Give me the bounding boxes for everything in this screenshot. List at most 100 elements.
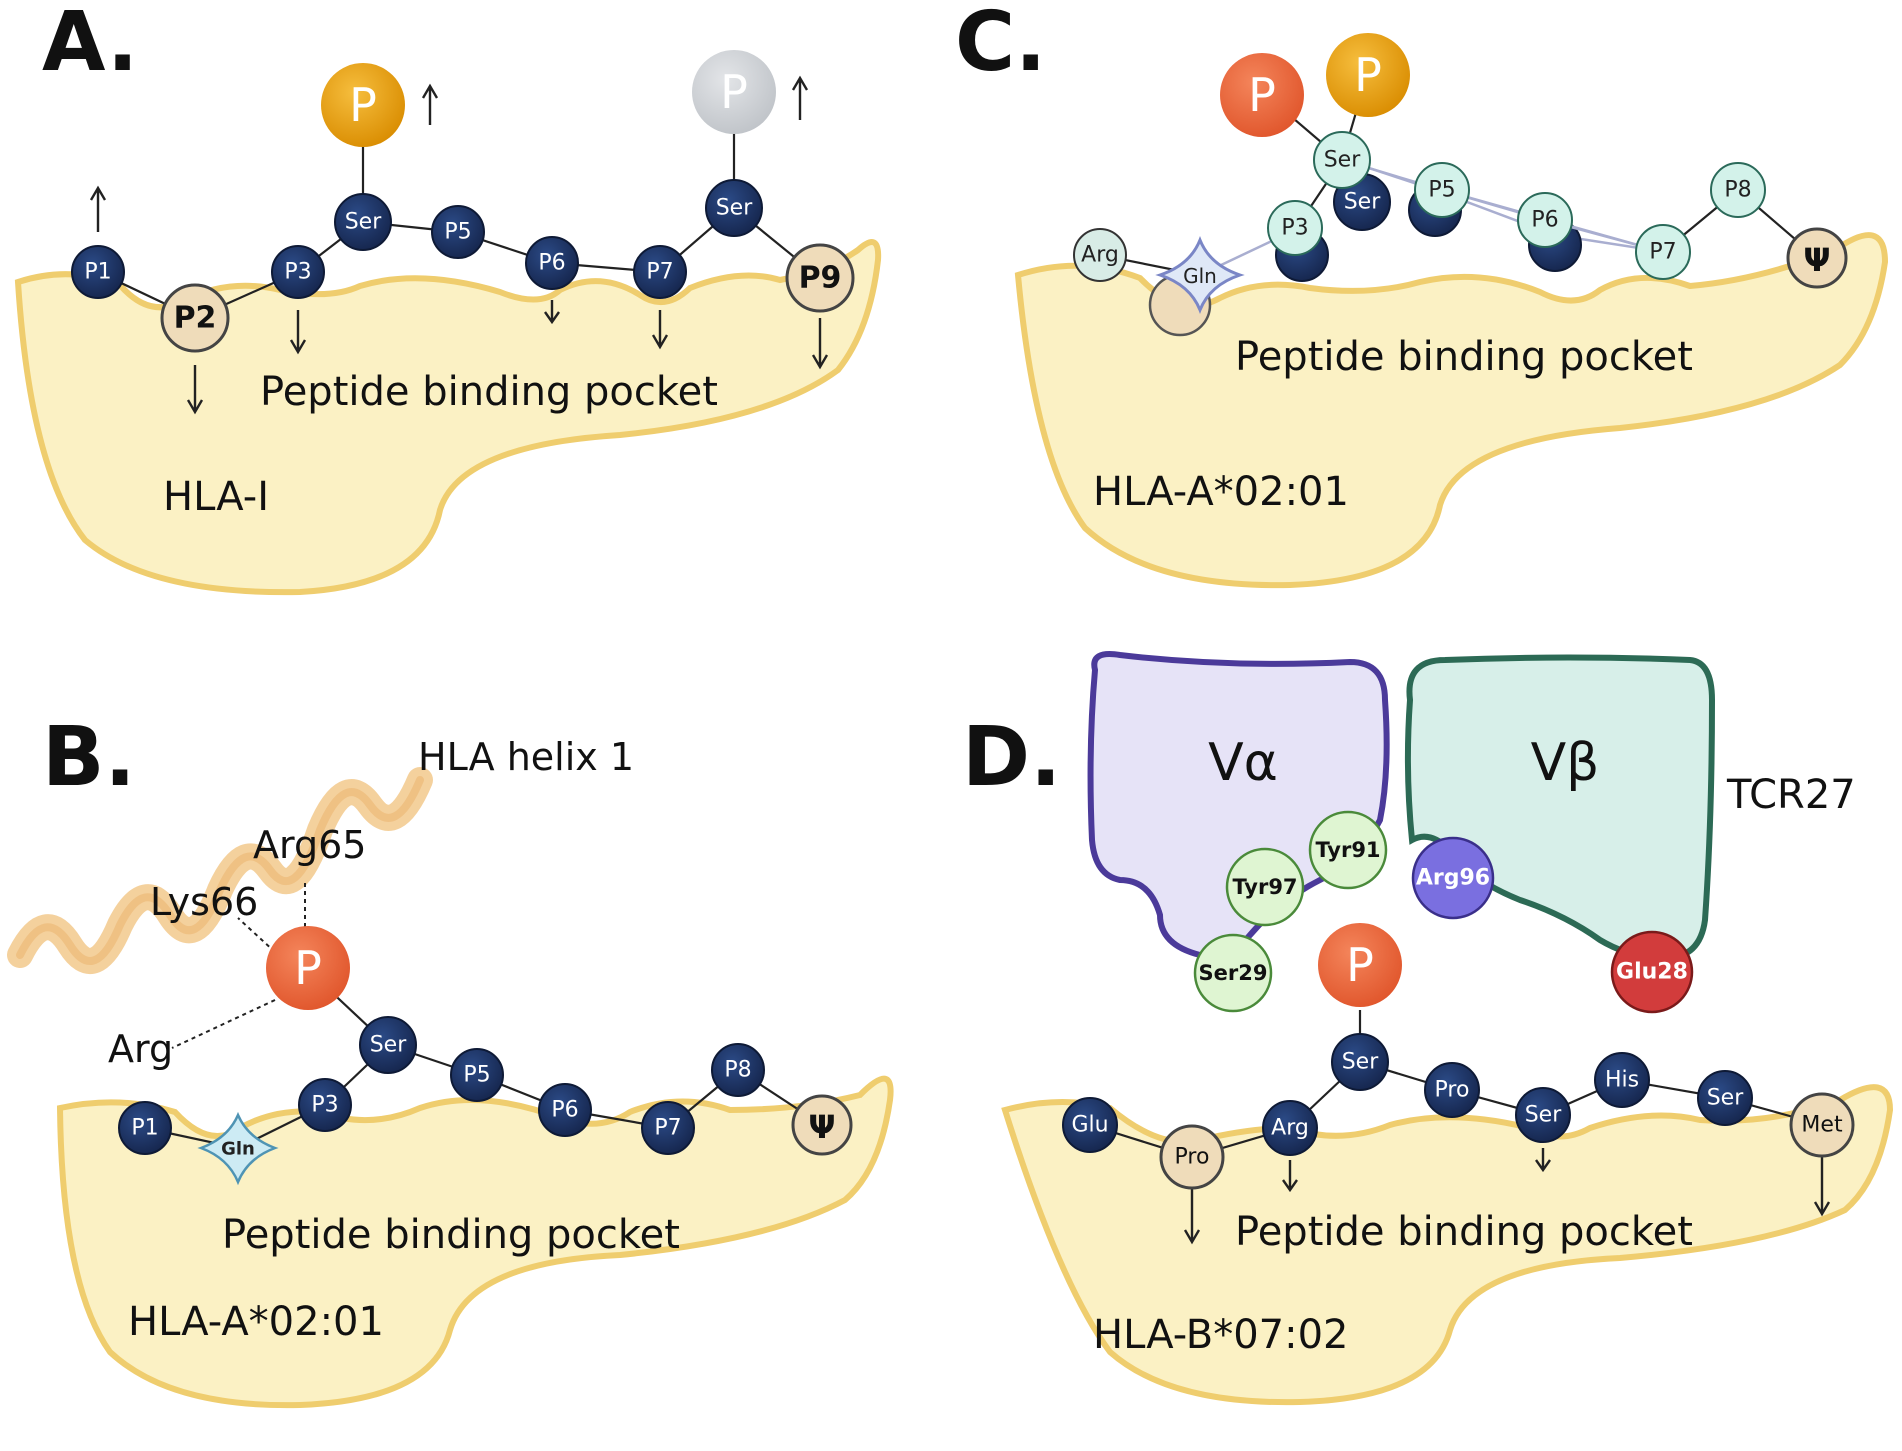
panel-b: B. HLA helix 1 Peptide binding pocket HL… (7, 710, 894, 1409)
panel-a-residue-p2-anchor: P2 (160, 283, 230, 353)
svg-text:Gln: Gln (221, 1139, 255, 1160)
svg-text:P6: P6 (1531, 208, 1558, 233)
panel-a-residue-p9-anchor: P9 (785, 243, 855, 313)
panel-b-residue-gln: Gln (197, 1111, 279, 1186)
svg-text:P7: P7 (1649, 240, 1676, 265)
svg-text:Tyr91: Tyr91 (1315, 838, 1380, 862)
panel-b-phosphate: P (266, 926, 350, 1010)
svg-text:Ser: Ser (1344, 190, 1382, 215)
panel-b-residue-psi-anchor: Ψ (791, 1094, 853, 1156)
svg-text:P3: P3 (1281, 216, 1308, 241)
panel-c-residue-p7: P7 (1635, 224, 1691, 280)
svg-text:Ser: Ser (1324, 148, 1362, 173)
panel-a-residue-ser-2: Ser (705, 179, 763, 237)
svg-text:Arg: Arg (1271, 1116, 1309, 1141)
svg-text:Gln: Gln (1183, 264, 1217, 288)
panel-c-residue-gln: Gln (1155, 235, 1245, 315)
panel-d-arrows (1183, 1148, 1831, 1245)
panel-d-residue-ser-3: Ser (1697, 1070, 1753, 1126)
panel-a-residue-p1: P1 (71, 245, 125, 299)
panel-b-letter: B. (42, 710, 136, 805)
svg-text:Ser: Ser (345, 210, 383, 235)
panel-b-interactions (171, 880, 306, 1049)
panel-b-residue-p7: P7 (641, 1101, 695, 1155)
panel-a-residue-p5: P5 (431, 205, 485, 259)
svg-text:P1: P1 (84, 260, 111, 285)
panel-c-residue-p5: P5 (1414, 162, 1470, 218)
panel-d: D. Vα Vβ TCR27 Tyr91 Tyr97 Ser29 Arg96 G… (962, 651, 1894, 1406)
svg-text:Glu28: Glu28 (1616, 960, 1688, 985)
panel-d-valpha-label: Vα (1208, 733, 1278, 793)
svg-text:Pro: Pro (1175, 1145, 1210, 1170)
svg-text:His: His (1605, 1068, 1639, 1093)
panel-a-residue-p3: P3 (271, 245, 325, 299)
panel-a-residue-p6: P6 (525, 236, 579, 290)
panel-d-residue-pro-anchor: Pro (1159, 1124, 1225, 1190)
svg-text:P2: P2 (174, 301, 217, 336)
panel-c-residue-p8: P8 (1710, 162, 1766, 218)
panel-d-pocket-label: Peptide binding pocket (1235, 1209, 1693, 1255)
panel-a-residue-p7: P7 (633, 245, 687, 299)
panel-a-residue-ser-1: Ser (334, 193, 392, 251)
svg-text:Arg96: Arg96 (1416, 866, 1490, 891)
panel-b-hla-label: HLA-A*02:01 (128, 1299, 384, 1345)
panel-b-residue-p8: P8 (711, 1043, 765, 1097)
panel-d-residue-pro: Pro (1424, 1062, 1480, 1118)
panel-a-phosphate-orange: P (321, 63, 405, 147)
panel-d-residue-his: His (1594, 1052, 1650, 1108)
panel-d-hla-label: HLA-B*07:02 (1093, 1312, 1349, 1358)
svg-text:Ser29: Ser29 (1199, 961, 1268, 985)
panel-d-residue-arg96: Arg96 (1411, 836, 1495, 920)
panel-d-residue-tyr97: Tyr97 (1225, 847, 1305, 927)
panel-c-binding-pocket (1014, 232, 1889, 589)
panel-d-residue-glu28: Glu28 (1610, 930, 1694, 1014)
panel-d-residue-glu: Glu (1062, 1097, 1118, 1153)
panel-b-helix-label: HLA helix 1 (418, 735, 634, 779)
panel-a-letter: A. (42, 0, 138, 90)
panel-b-residue-p1: P1 (118, 1101, 172, 1155)
panel-d-tcr-label: TCR27 (1726, 772, 1856, 818)
panel-d-residue-ser29: Ser29 (1193, 933, 1273, 1013)
panel-d-residue-met-anchor: Met (1789, 1092, 1855, 1158)
panel-b-lys66-label: Lys66 (150, 880, 258, 924)
svg-text:P5: P5 (444, 220, 471, 245)
svg-text:P: P (294, 941, 322, 995)
svg-text:Ψ: Ψ (1803, 241, 1830, 279)
svg-text:P8: P8 (1724, 178, 1751, 203)
panel-d-residue-ser-2: Ser (1515, 1087, 1571, 1143)
panel-c-hla-label: HLA-A*02:01 (1093, 469, 1349, 515)
panel-c: C. Peptide binding pocket HLA-A*02:01 Se… (955, 0, 1889, 589)
svg-text:Ser: Ser (1707, 1086, 1745, 1111)
svg-text:P6: P6 (538, 251, 565, 276)
panel-d-letter: D. (962, 710, 1061, 805)
panel-b-arg65-label: Arg65 (253, 823, 366, 867)
panel-c-letter: C. (955, 0, 1046, 90)
svg-text:P7: P7 (654, 1116, 681, 1141)
panel-d-residue-arg: Arg (1262, 1100, 1318, 1156)
svg-text:Ser: Ser (1525, 1103, 1563, 1128)
panel-d-phosphate: P (1318, 923, 1402, 1007)
panel-c-residue-p6: P6 (1517, 192, 1573, 248)
svg-text:P: P (349, 78, 377, 132)
svg-text:P: P (1354, 48, 1382, 102)
panel-b-residue-p5: P5 (450, 1048, 504, 1102)
svg-text:P: P (1248, 68, 1276, 122)
svg-text:P7: P7 (646, 260, 673, 285)
panel-a: A. Peptide binding pocket HLA-I (14, 0, 882, 596)
svg-text:P1: P1 (131, 1116, 158, 1141)
panel-d-valpha-domain (1087, 651, 1390, 959)
panel-b-residue-ser: Ser (359, 1016, 417, 1074)
svg-text:P: P (1346, 938, 1374, 992)
panel-b-residue-p6: P6 (538, 1083, 592, 1137)
panel-d-vbeta-label: Vβ (1531, 733, 1600, 793)
panel-a-phosphate-grey: P (692, 50, 776, 134)
svg-text:Ser: Ser (1342, 1050, 1380, 1075)
svg-text:Arg: Arg (1081, 243, 1119, 268)
svg-text:Met: Met (1801, 1113, 1843, 1138)
svg-text:Ψ: Ψ (808, 1108, 835, 1146)
svg-text:P: P (720, 65, 748, 119)
svg-text:Ser: Ser (716, 196, 754, 221)
panel-c-residue-p3: P3 (1267, 200, 1323, 256)
panel-d-residue-ser: Ser (1331, 1033, 1389, 1091)
svg-text:Ser: Ser (370, 1033, 408, 1058)
